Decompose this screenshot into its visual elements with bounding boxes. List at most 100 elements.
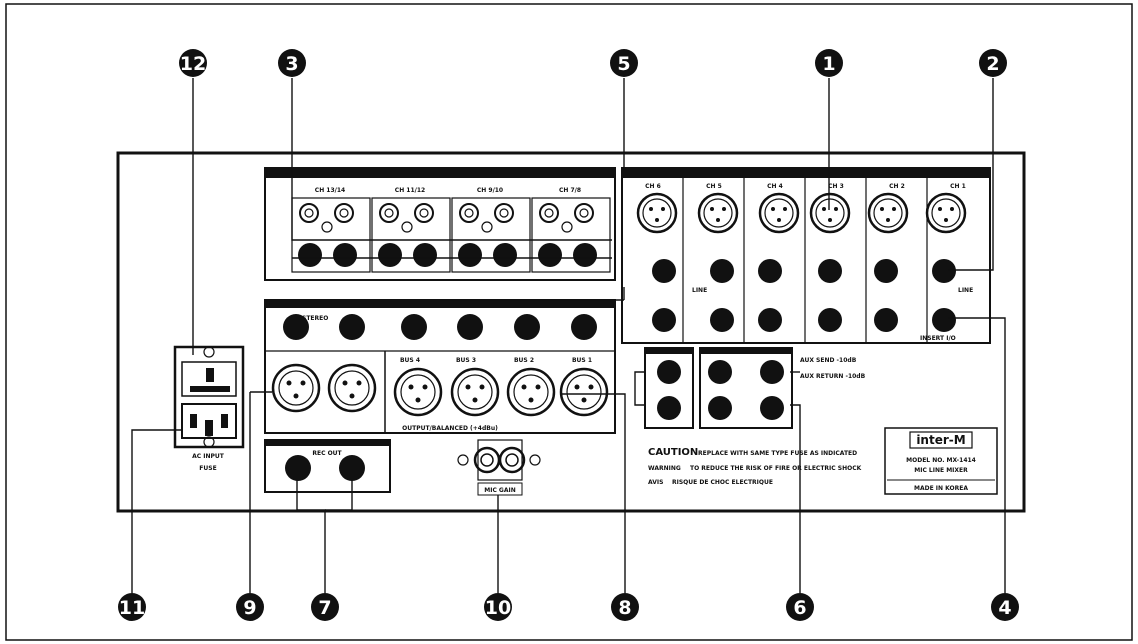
channel-label: CH 6 bbox=[645, 183, 661, 190]
brand-logo: inter-M bbox=[916, 433, 965, 447]
channel-label: CH 11/12 bbox=[395, 187, 425, 194]
model-label-plate: inter-M MODEL NO. MX-1414 MIC LINE MIXER… bbox=[884, 427, 998, 495]
callout-number: 2 bbox=[986, 53, 999, 75]
rca-block: MIC GAIN bbox=[457, 439, 541, 496]
caution-text-block: CAUTION REPLACE WITH SAME TYPE FUSE AS I… bbox=[648, 447, 862, 486]
callout-number: 11 bbox=[119, 597, 145, 619]
warning-title: WARNING bbox=[648, 465, 681, 472]
outer-frame bbox=[5, 3, 1133, 641]
callout-3: 3 bbox=[278, 49, 306, 77]
model-description: MIC LINE MIXER bbox=[914, 467, 968, 474]
warning-body: TO REDUCE THE RISK OF FIRE OR ELECTRIC S… bbox=[690, 465, 862, 472]
aux-jack bbox=[760, 360, 784, 384]
callout-9: 9 bbox=[236, 593, 264, 621]
callout-number: 3 bbox=[285, 53, 298, 75]
made-in-label: MADE IN KOREA bbox=[914, 485, 968, 492]
line-jack bbox=[932, 259, 956, 283]
aux-jack bbox=[657, 360, 681, 384]
callout-number: 10 bbox=[485, 597, 511, 619]
stereo-input-block: CH 13/14 CH 11/12 CH 9/10 CH 7/8 bbox=[264, 167, 616, 281]
line-jack bbox=[710, 259, 734, 283]
callout-7: 7 bbox=[311, 593, 339, 621]
output-block: STEREO BUS 4 BUS 3 BUS 2 BUS 1 OUTPUT/BA… bbox=[264, 299, 616, 434]
channel-label: CH 4 bbox=[767, 183, 783, 190]
avis-title: AVIS bbox=[648, 479, 663, 486]
avis-body: RISQUE DE CHOC ELECTRIQUE bbox=[672, 479, 773, 486]
channel-label: CH 7/8 bbox=[559, 187, 581, 194]
rec-out-label: REC OUT bbox=[312, 450, 342, 457]
insert-jack bbox=[710, 308, 734, 332]
mic-gain-label: MIC GAIN bbox=[484, 487, 516, 494]
aux-jack bbox=[708, 396, 732, 420]
line-jack bbox=[874, 259, 898, 283]
aux-send-label: AUX SEND -10dB bbox=[800, 357, 857, 364]
bus-label: BUS 2 bbox=[514, 357, 534, 364]
bus-label: BUS 4 bbox=[400, 357, 420, 364]
xlr-output-jack bbox=[327, 363, 377, 413]
xlr-mic-jack bbox=[809, 192, 851, 234]
stereo-channel-group: CH 9/10 bbox=[451, 187, 531, 273]
callout-number: 1 bbox=[822, 53, 835, 75]
xlr-mic-jack bbox=[758, 192, 800, 234]
callout-number: 9 bbox=[243, 597, 256, 619]
rec-out-jack bbox=[285, 455, 311, 481]
stereo-channel-group: CH 7/8 bbox=[531, 187, 611, 273]
callout-number: 6 bbox=[793, 597, 806, 619]
bus-label: BUS 1 bbox=[572, 357, 592, 364]
line-jack bbox=[652, 259, 676, 283]
line-label: LINE bbox=[692, 287, 707, 294]
xlr-output-jack bbox=[450, 367, 500, 417]
rec-out-jack bbox=[339, 455, 365, 481]
xlr-output-jack bbox=[271, 363, 321, 413]
bus-jack bbox=[514, 314, 540, 340]
channel-label: CH 3 bbox=[828, 183, 844, 190]
stereo-channel-group: CH 13/14 bbox=[291, 187, 371, 273]
callout-4: 4 bbox=[991, 593, 1019, 621]
line-jack bbox=[818, 259, 842, 283]
callout-12: 12 bbox=[179, 49, 207, 77]
callout-5: 5 bbox=[610, 49, 638, 77]
power-inlet-block: AC INPUT FUSE bbox=[173, 345, 245, 472]
fuse-label: FUSE bbox=[199, 465, 216, 472]
bus-jack bbox=[401, 314, 427, 340]
callout-number: 8 bbox=[618, 597, 631, 619]
line-label: LINE bbox=[958, 287, 973, 294]
callout-11: 11 bbox=[118, 593, 146, 621]
stereo-jack bbox=[283, 314, 309, 340]
leader-lines bbox=[131, 78, 1006, 593]
chassis-panel bbox=[116, 151, 1026, 513]
bus-label: BUS 3 bbox=[456, 357, 476, 364]
caution-body: REPLACE WITH SAME TYPE FUSE AS INDICATED bbox=[698, 450, 857, 457]
aux-jack bbox=[760, 396, 784, 420]
callout-number: 7 bbox=[318, 597, 331, 619]
channel-label: CH 9/10 bbox=[477, 187, 503, 194]
insert-label: INSERT I/O bbox=[920, 335, 956, 342]
rec-out-block: REC OUT bbox=[264, 439, 391, 493]
callout-6: 6 bbox=[786, 593, 814, 621]
aux-jack bbox=[708, 360, 732, 384]
xlr-output-jack bbox=[393, 367, 443, 417]
stereo-jack bbox=[339, 314, 365, 340]
output-balanced-label: OUTPUT/BALANCED (+4dBu) bbox=[402, 425, 498, 432]
xlr-mic-jack bbox=[697, 192, 739, 234]
xlr-output-jack bbox=[559, 367, 609, 417]
bus-jack bbox=[571, 314, 597, 340]
channel-label: CH 2 bbox=[889, 183, 905, 190]
callout-number: 5 bbox=[617, 53, 630, 75]
stereo-channel-group: CH 11/12 bbox=[371, 187, 451, 273]
xlr-mic-jack bbox=[867, 192, 909, 234]
callout-10: 10 bbox=[484, 593, 512, 621]
aux-jack bbox=[657, 396, 681, 420]
channel-label: CH 5 bbox=[706, 183, 722, 190]
iec-pin bbox=[221, 414, 228, 428]
bus-jack bbox=[457, 314, 483, 340]
aux-return-label: AUX RETURN -10dB bbox=[800, 373, 866, 380]
insert-jack bbox=[652, 308, 676, 332]
callout-8: 8 bbox=[611, 593, 639, 621]
callout-number: 12 bbox=[180, 53, 206, 75]
channel-label: CH 13/14 bbox=[315, 187, 345, 194]
fuse-holder bbox=[206, 368, 214, 382]
model-number: MODEL NO. MX-1414 bbox=[906, 457, 976, 464]
caution-title: CAUTION bbox=[648, 447, 698, 458]
